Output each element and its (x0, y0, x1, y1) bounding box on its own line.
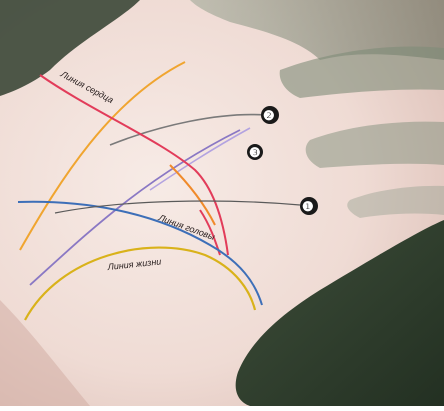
marker-3: ❸ (247, 144, 263, 160)
marker-1: ❶ (300, 197, 318, 215)
marker-2-label: ❷ (263, 108, 275, 123)
marker-3-label: ❸ (249, 145, 261, 160)
marker-2: ❷ (261, 106, 279, 124)
marker-1-label: ❶ (302, 199, 314, 214)
